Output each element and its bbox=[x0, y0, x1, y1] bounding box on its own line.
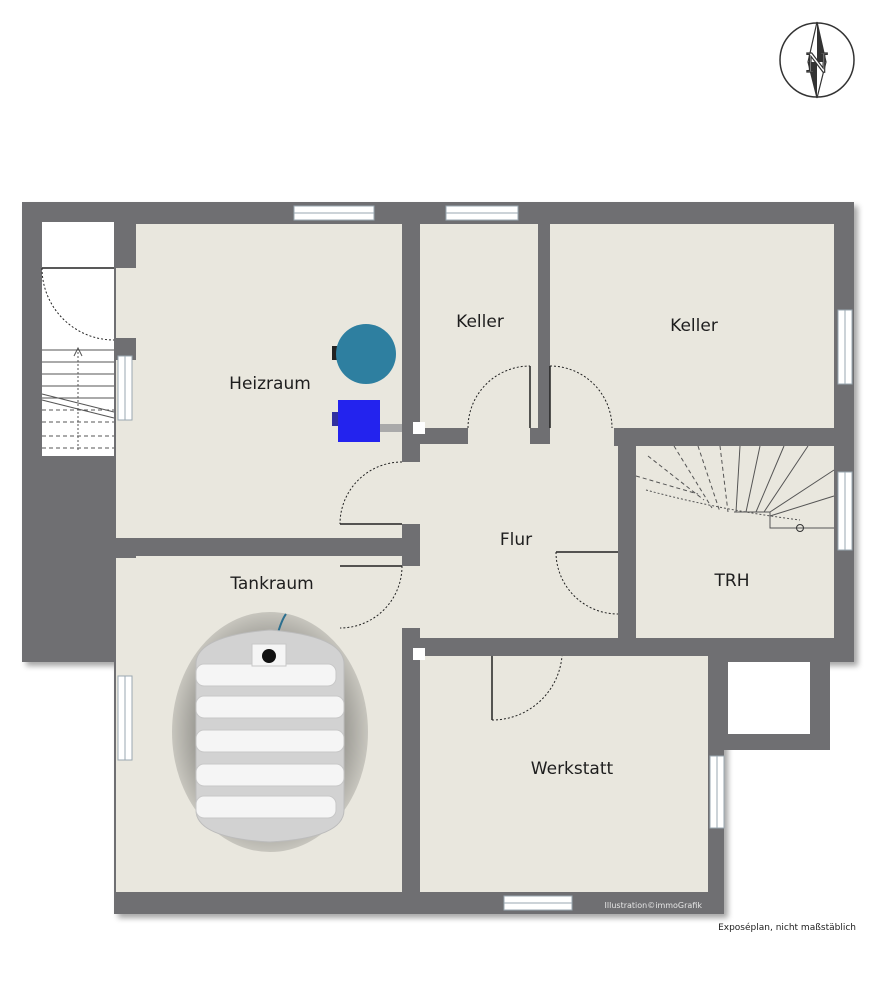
light-well bbox=[728, 662, 810, 734]
trh-floor bbox=[636, 446, 834, 638]
pump-icon bbox=[332, 400, 402, 442]
compass-icon: N bbox=[779, 21, 855, 99]
tank-icon bbox=[172, 612, 368, 852]
label-keller-1: Keller bbox=[456, 312, 504, 332]
plan-caption: Exposéplan, nicht maßstäblich bbox=[718, 922, 856, 933]
door-leaves bbox=[42, 267, 618, 720]
exterior-stairs bbox=[41, 346, 115, 452]
boiler-icon bbox=[332, 324, 396, 384]
label-flur: Flur bbox=[500, 530, 532, 550]
label-trh: TRH bbox=[714, 571, 750, 591]
windows bbox=[117, 205, 853, 911]
interior-stairs bbox=[635, 445, 835, 532]
compass-letter: N bbox=[806, 49, 829, 79]
label-heizraum: Heizraum bbox=[229, 374, 311, 394]
room-labels: Heizraum Keller Keller Flur TRH Tankraum… bbox=[229, 312, 749, 779]
label-tankraum: Tankraum bbox=[229, 574, 313, 594]
werkstatt-floor bbox=[420, 656, 708, 892]
label-keller-2: Keller bbox=[670, 316, 718, 336]
flur-floor bbox=[420, 428, 618, 638]
pillars bbox=[413, 422, 425, 660]
door-swings bbox=[41, 267, 619, 721]
interior-walls bbox=[114, 222, 854, 898]
keller-2-floor bbox=[550, 224, 834, 428]
keller-1-floor bbox=[420, 224, 538, 428]
illustration-credit: Illustration©immoGrafik bbox=[605, 901, 703, 910]
label-werkstatt: Werkstatt bbox=[531, 759, 614, 779]
